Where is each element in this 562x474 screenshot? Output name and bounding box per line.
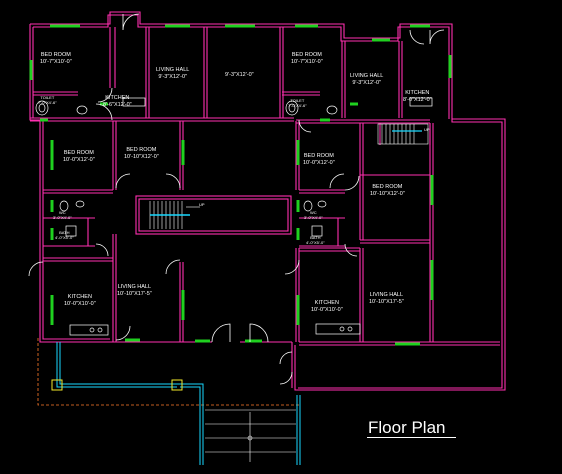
- title-underline: [367, 437, 456, 438]
- room-label: 9'-3"X12'-0": [225, 72, 254, 78]
- stair-up-label: UP: [199, 202, 205, 207]
- stair-up-label: UP: [424, 127, 430, 132]
- drawing-title: Floor Plan: [368, 418, 446, 437]
